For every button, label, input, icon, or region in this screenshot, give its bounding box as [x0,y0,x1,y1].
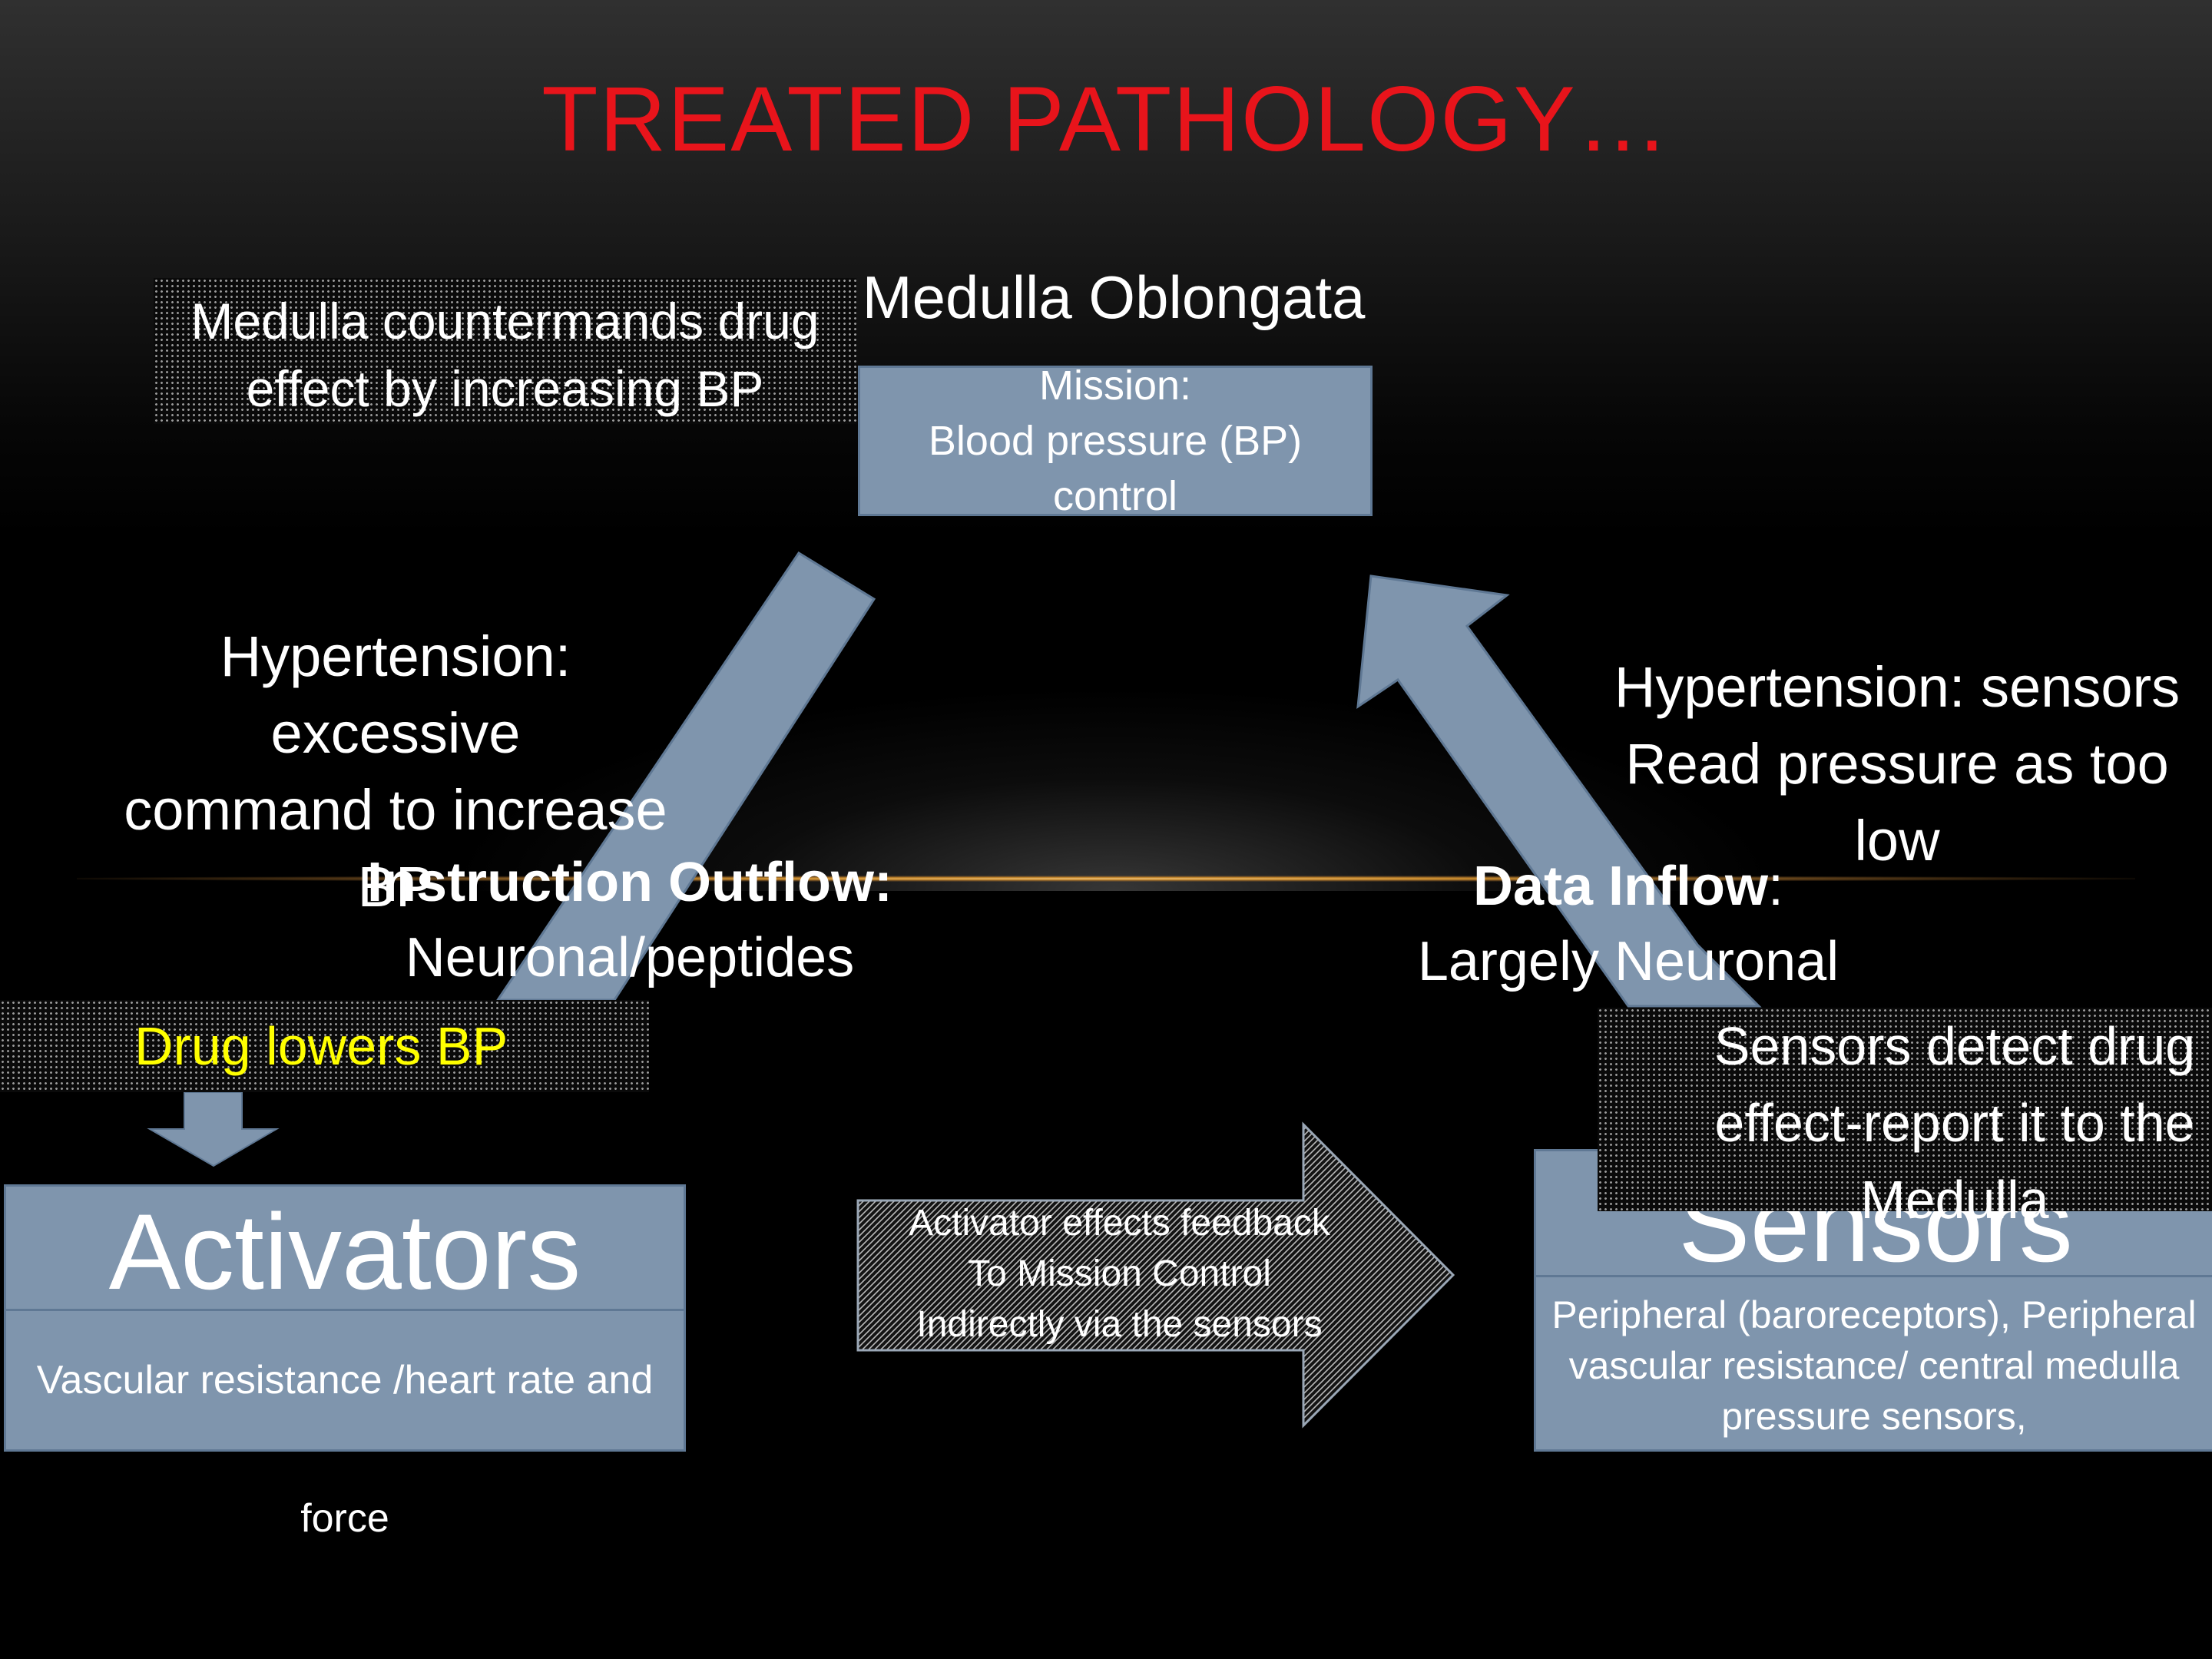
countermand-line-2: effect by increasing BP [246,360,764,417]
activators-title: Activators [6,1187,684,1312]
feedback-line-3: Indirectly via the sensors [916,1304,1323,1345]
note-drug-lowers-bp: Drug lowers BP [0,1000,649,1092]
feedback-text: Activator effects feedback To Mission Co… [864,1198,1375,1350]
hypertension-right: Hypertension: sensors Read pressure as t… [1582,649,2212,879]
inflow-colon: : [1768,856,1784,917]
note-countermand: Medulla countermands drug effect by incr… [154,278,856,424]
feedback-line-2: To Mission Control [968,1253,1271,1294]
sensors-desc: Peripheral (baroreceptors), Peripheral v… [1551,1290,2197,1442]
sensors-detect-line-1: Sensors detect drug [1714,1016,2196,1076]
mission-box: Mission: Blood pressure (BP) control [858,363,1373,519]
activators-desc: Vascular resistance /heart rate and forc… [36,1358,654,1541]
data-inflow: Data Inflow: Largely Neuronal [1382,849,1874,999]
mission-line-2: Blood pressure (BP) [928,418,1303,464]
inflow-label: Data Inflow [1472,856,1768,917]
inflow-sub: Largely Neuronal [1417,931,1839,992]
activators-box: Activators Vascular resistance /heart ra… [4,1184,686,1541]
feedback-arrow [856,1121,1455,1429]
sensors-desc-line-3: pressure sensors, [1721,1395,2027,1438]
hypertension-left-line-2: command to increase BP [124,778,667,919]
inflow-label-row: Data Inflow: [1382,849,1874,924]
horizon-glow-line [77,876,2135,882]
hypertension-left: Hypertension: excessive command to incre… [92,618,699,926]
hypertension-right-line-2: Read pressure as too low [1625,732,2169,873]
mission-line-3: control [1052,473,1178,519]
sensors-detect-line-2: effect-report it to the [1714,1093,2195,1153]
instruction-outflow: Instruction Outflow: Neuronal/peptides [361,845,899,995]
countermand-line-1: Medulla countermands drug [190,293,820,349]
sensors-detect-line-3: Medulla [1860,1170,2049,1230]
hypertension-left-line-1: Hypertension: excessive [220,624,571,765]
sensors-desc-line-1: Peripheral (baroreceptors), Peripheral [1551,1293,2197,1336]
mission-line-1: Mission: [1038,363,1192,409]
sensors-desc-line-2: vascular resistance/ central medulla [1568,1344,2180,1387]
outflow-label: Instruction Outflow: [367,852,892,913]
drug-down-arrow [147,1091,280,1167]
slide-title: TREATED PATHOLOGY… [541,68,1671,171]
medulla-title: Medulla Oblongata [862,263,1366,331]
inflow-arrow [1356,575,1762,1008]
hypertension-right-line-1: Hypertension: sensors [1614,655,2181,719]
feedback-line-1: Activator effects feedback [909,1203,1330,1243]
outflow-sub: Neuronal/peptides [405,927,855,988]
note-sensors-detect: Sensors detect drug effect-report it to … [1598,1008,2212,1230]
